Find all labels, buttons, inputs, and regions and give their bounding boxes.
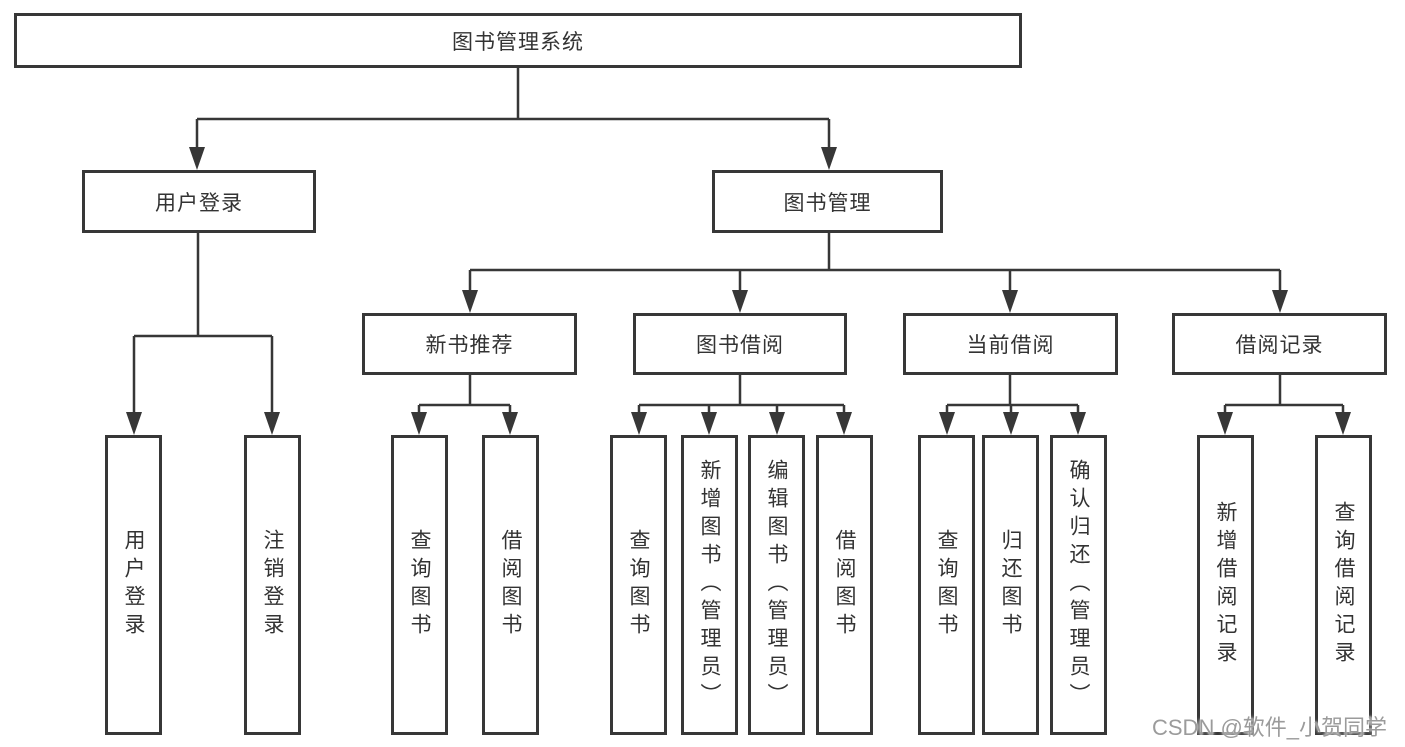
node-book-management-branch: 图书管理	[712, 170, 943, 233]
leaf-add-borrow-record: 新增借阅记录	[1197, 435, 1254, 735]
leaf-query-books: 查询图书	[391, 435, 448, 735]
leaf-borrow-books: 借阅图书	[816, 435, 873, 735]
leaf-borrow-books: 借阅图书	[482, 435, 539, 735]
leaf-return-books: 归还图书	[982, 435, 1039, 735]
node-borrow-record: 借阅记录	[1172, 313, 1387, 375]
leaf-edit-books-admin: 编辑图书（管理员）	[748, 435, 805, 735]
node-new-book-recommend: 新书推荐	[362, 313, 577, 375]
csdn-watermark: CSDN @软件_小贺同学	[1152, 715, 1388, 740]
leaf-query-books: 查询图书	[610, 435, 667, 735]
node-book-borrow: 图书借阅	[633, 313, 847, 375]
node-current-borrow: 当前借阅	[903, 313, 1118, 375]
node-user-login-branch: 用户登录	[82, 170, 316, 233]
node-library-system: 图书管理系统	[14, 13, 1022, 68]
leaf-add-books-admin: 新增图书（管理员）	[681, 435, 738, 735]
leaf-query-books: 查询图书	[918, 435, 975, 735]
leaf-user-login: 用户登录	[105, 435, 162, 735]
leaf-query-borrow-record: 查询借阅记录	[1315, 435, 1372, 735]
leaf-logout: 注销登录	[244, 435, 301, 735]
leaf-confirm-return-admin: 确认归还（管理员）	[1050, 435, 1107, 735]
